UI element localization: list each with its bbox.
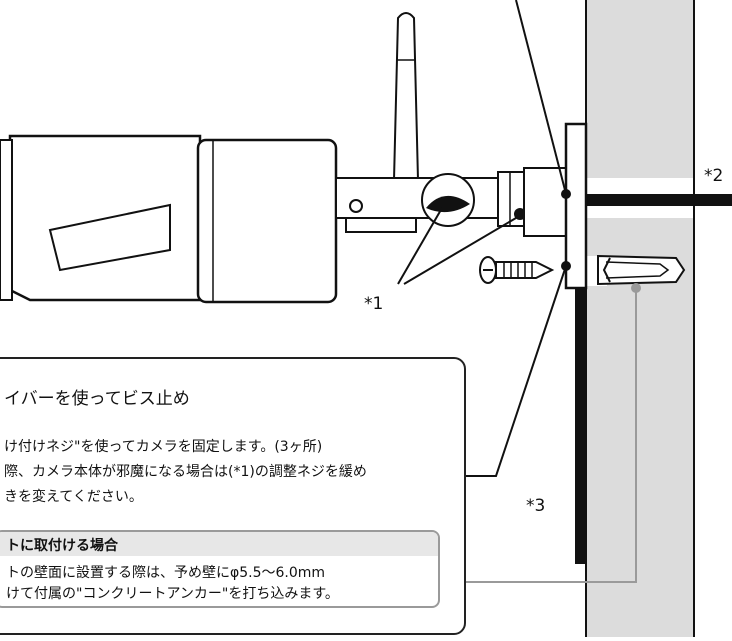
leader-anchor-dot: [631, 283, 641, 293]
concrete-note-line-1: トの壁面に設置する際は、予め壁にφ5.5〜6.0mm: [6, 565, 326, 581]
concrete-note-line-2: けて付属の"コンクリートアンカー"を打ち込みます。: [6, 586, 339, 602]
callout-line-1: け付けネジ"を使ってカメラを固定します。(3ヶ所): [4, 439, 323, 455]
mount-base-plate: [523, 122, 588, 290]
leader-1a: [397, 207, 443, 285]
mounting-arm: [335, 171, 526, 233]
anchor-icon: [597, 254, 686, 286]
callout-title: イバーを使ってビス止め: [4, 389, 190, 409]
label-mark-3: *3: [526, 496, 546, 516]
antenna-icon: [387, 12, 425, 197]
camera-body: [0, 134, 338, 304]
screw-icon: [479, 256, 555, 284]
callout-line-2: 際、カメラ本体が邪魔になる場合は(*1)の調整ネジを緩め: [4, 464, 367, 480]
leader-anchor: [458, 288, 637, 583]
leader-top-dot: [561, 189, 571, 199]
cable-down: [575, 288, 585, 564]
callout-line-3: きを変えてください。: [4, 489, 143, 505]
leader-screw-dot: [561, 261, 571, 271]
label-mark-1: *1: [364, 294, 384, 314]
wall: [585, 0, 695, 641]
concrete-note-box: トに取付ける場合 トの壁面に設置する際は、予め壁にφ5.5〜6.0mm けて付属…: [0, 530, 440, 608]
cable-through-wall: [586, 194, 732, 206]
leader-1b: [403, 217, 517, 285]
instruction-callout: イバーを使ってビス止め け付けネジ"を使ってカメラを固定します。(3ヶ所) 際、…: [0, 357, 466, 635]
label-mark-2: *2: [704, 166, 724, 186]
leader-screw: [466, 265, 567, 477]
concrete-note-title: トに取付ける場合: [6, 538, 118, 554]
leader-top: [515, 0, 567, 195]
